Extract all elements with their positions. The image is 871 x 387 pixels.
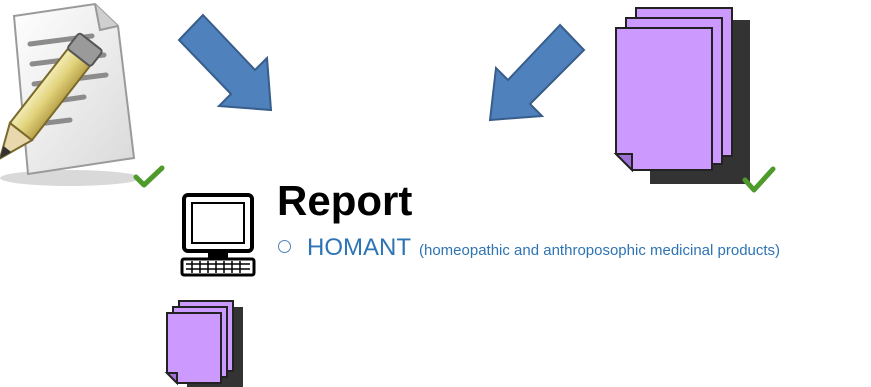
arrow-down-right-icon [175, 10, 275, 115]
report-heading: Report [277, 176, 412, 226]
bullet-sub-text: (homeopathic and anthroposophic medicina… [419, 242, 780, 259]
computer-icon [178, 193, 260, 281]
bullet-circle-icon [278, 240, 291, 253]
checkmark-icon [742, 165, 776, 195]
document-pencil-icon [0, 0, 160, 190]
document-stack-icon [165, 299, 245, 387]
checkmark-icon [134, 165, 164, 189]
arrow-down-left-icon [488, 20, 588, 125]
report-bullet: HOMANT (homeopathic and anthroposophic m… [278, 234, 780, 262]
document-stack-icon [612, 6, 752, 186]
bullet-main-text: HOMANT [307, 234, 411, 262]
